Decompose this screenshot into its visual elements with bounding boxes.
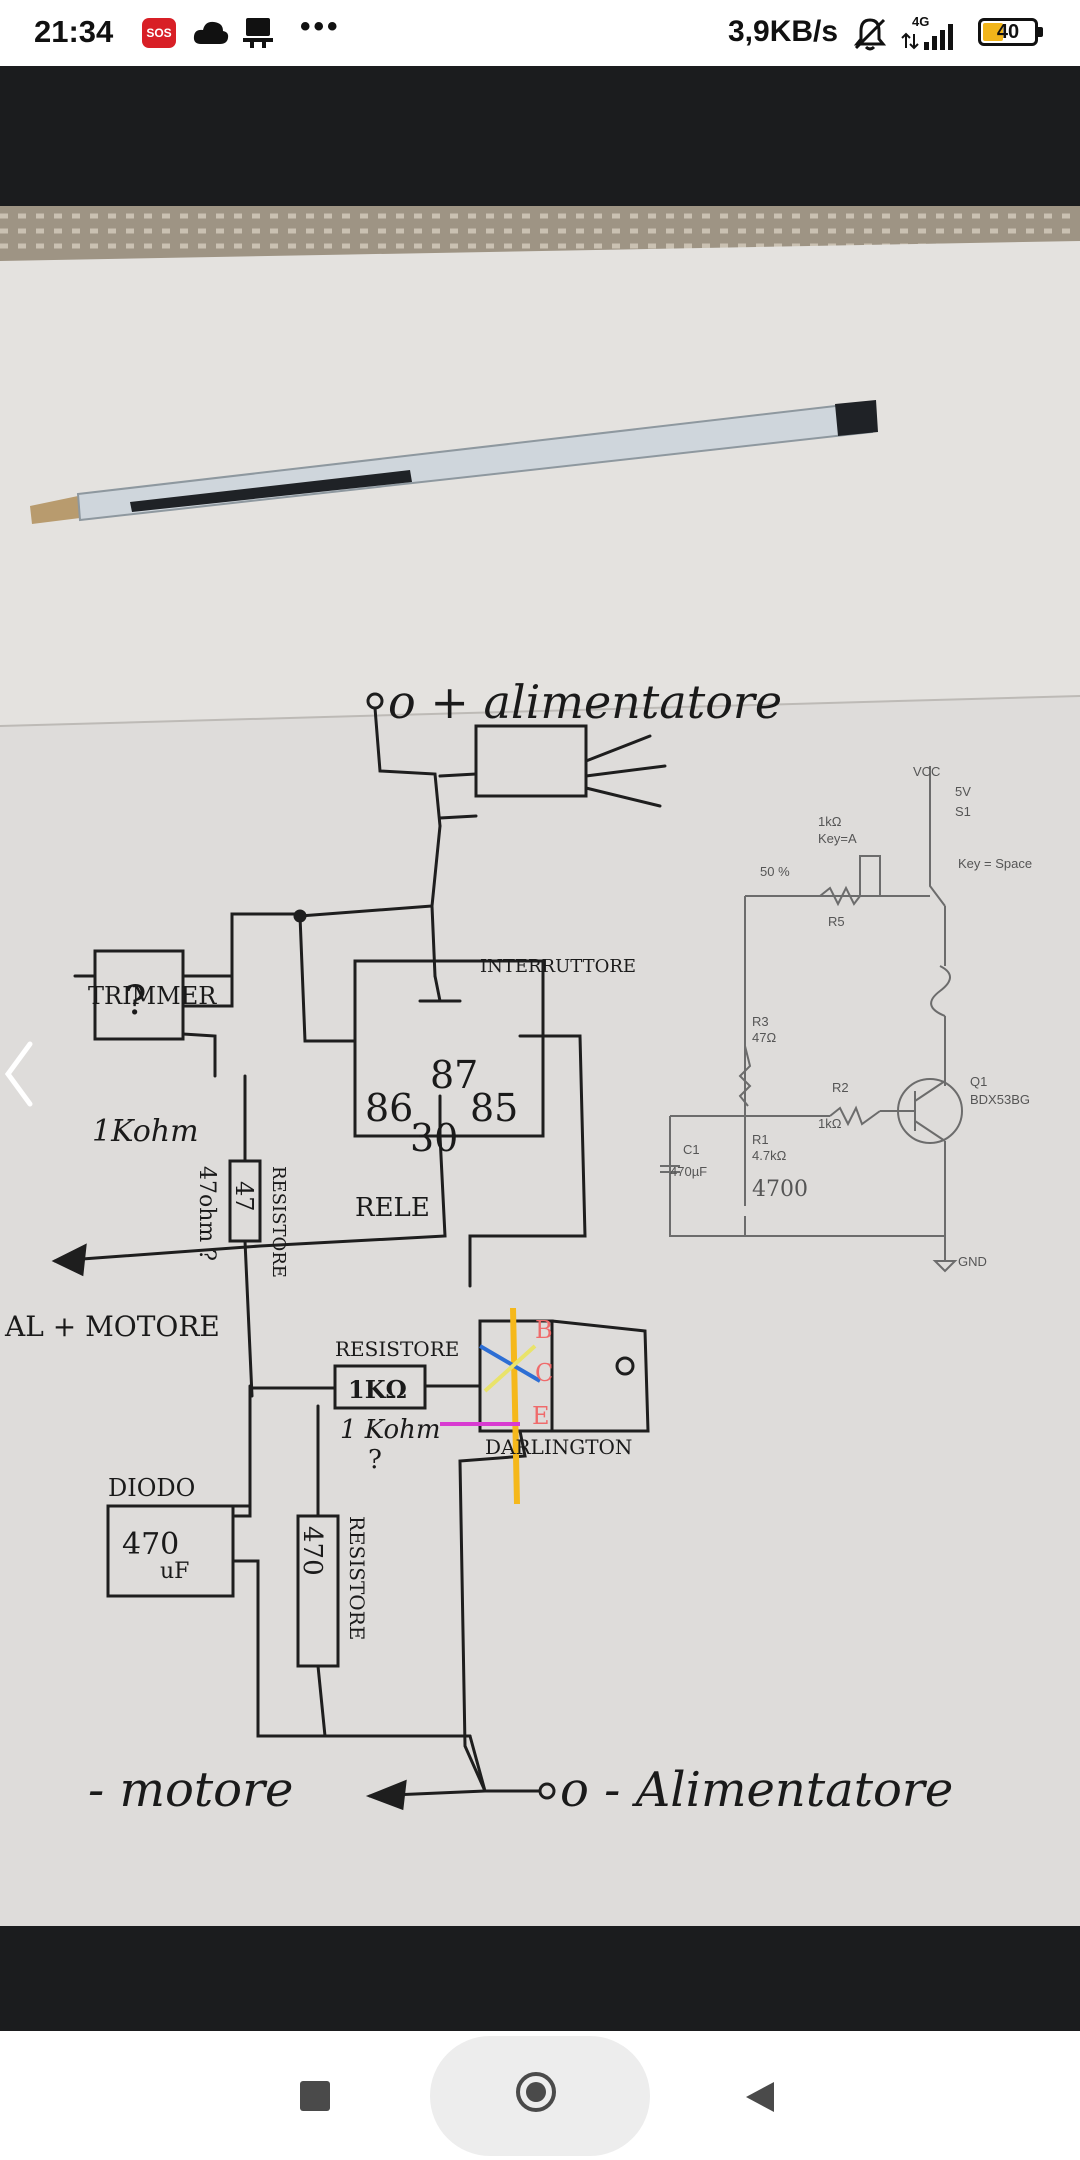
- label-res-1k-note: 1 Kohm: [340, 1415, 441, 1445]
- label-trimmer-val: 1Kohm: [92, 1114, 199, 1149]
- sch-r1-note: 4700: [752, 1177, 808, 1202]
- label-cap-val: 470: [122, 1527, 179, 1562]
- sch-r2: R2: [832, 1080, 849, 1095]
- pen: [30, 400, 878, 524]
- sch-pct: 50 %: [760, 864, 790, 879]
- sch-s1: S1: [955, 804, 971, 819]
- previous-image-chevron-icon[interactable]: [0, 1034, 40, 1114]
- sch-r2-val: 1kΩ: [818, 1116, 842, 1131]
- sch-c1-val: 470µF: [670, 1164, 707, 1179]
- label-pin-e: E: [532, 1402, 550, 1430]
- label-cap-unit: uF: [160, 1559, 189, 1584]
- photo[interactable]: o + alimentatore INTERRUTTORE TRIMMER ? …: [0, 206, 1080, 1926]
- mute-bell-icon: [853, 18, 887, 51]
- label-res-vert-val: 47: [230, 1181, 258, 1212]
- photo-drawing: o + alimentatore INTERRUTTORE TRIMMER ? …: [0, 206, 1080, 1926]
- status-bar: 21:34 SOS ••• 3,9KB/s 4G 40: [0, 0, 1080, 66]
- sch-r5: R5: [828, 914, 845, 929]
- label-pin-b: B: [535, 1316, 553, 1344]
- label-trimmer: TRIMMER: [88, 982, 217, 1010]
- sch-q1-part: BDX53BG: [970, 1092, 1030, 1107]
- recents-square-icon[interactable]: [300, 2081, 330, 2111]
- sch-c1: C1: [683, 1142, 700, 1157]
- home-button[interactable]: [430, 2036, 650, 2156]
- home-ring-icon: [516, 2072, 556, 2112]
- sch-pot: 1kΩ: [818, 814, 842, 829]
- network-rate: 3,9KB/s: [728, 15, 839, 48]
- back-triangle-icon[interactable]: [744, 2080, 776, 2114]
- hand-circuit: [51, 692, 667, 1811]
- label-pin87: 87: [430, 1053, 478, 1097]
- label-res-1k: RESISTORE: [335, 1337, 459, 1361]
- label-relay: RELE: [355, 1193, 430, 1223]
- sch-vcc: VCC: [913, 764, 940, 779]
- sch-5v: 5V: [955, 784, 971, 799]
- label-res-vert-note: 47ohm ?: [194, 1166, 219, 1261]
- schematic-labels: VCC 5V S1 1kΩ Key=A Key = Space 50 % R5 …: [670, 764, 1032, 1269]
- sch-r1-val: 4.7kΩ: [752, 1148, 787, 1163]
- label-diode: DIODO: [108, 1474, 195, 1502]
- hand-labels: o + alimentatore INTERRUTTORE TRIMMER ? …: [4, 675, 953, 1818]
- battery-icon: 40: [978, 18, 1043, 46]
- label-motor-minus: - motore: [88, 1762, 293, 1818]
- label-res-470: RESISTORE: [345, 1516, 369, 1640]
- signal-icon: 4G: [901, 14, 953, 50]
- label-res-vert: RESISTORE: [268, 1166, 289, 1278]
- label-trimmer-q: ?: [125, 978, 146, 1024]
- label-res-1k-val: 1KΩ: [348, 1375, 407, 1404]
- label-res-1k-q: ?: [368, 1445, 382, 1475]
- printed-schematic: [660, 766, 963, 1273]
- sch-r3-val: 47Ω: [752, 1030, 776, 1045]
- label-darlington: DARLINGTON: [485, 1435, 632, 1459]
- label-pin85: 85: [470, 1086, 518, 1130]
- clock: 21:34: [34, 14, 114, 49]
- label-switch: INTERRUTTORE: [480, 956, 636, 977]
- label-motor-plus: AL + MOTORE: [4, 1310, 220, 1343]
- media-icon: [243, 18, 273, 48]
- battery-level: 40: [996, 21, 1020, 43]
- sch-r1: R1: [752, 1132, 769, 1147]
- label-pin30: 30: [410, 1116, 458, 1160]
- label-plus-supply: o + alimentatore: [388, 675, 782, 729]
- sos-icon: SOS: [142, 18, 176, 48]
- label-pin86: 86: [365, 1086, 413, 1130]
- more-notifications-icon: •••: [300, 10, 341, 43]
- label-supply-minus: o - Alimentatore: [560, 1762, 953, 1818]
- label-res-470-val: 470: [297, 1526, 327, 1576]
- image-viewer[interactable]: o + alimentatore INTERRUTTORE TRIMMER ? …: [0, 66, 1080, 2031]
- sch-gnd: GND: [958, 1254, 987, 1269]
- svg-text:4G: 4G: [912, 14, 929, 29]
- sch-key-a: Key=A: [818, 831, 857, 846]
- darlington-markings: [440, 1307, 542, 1505]
- sch-r3: R3: [752, 1014, 769, 1029]
- cloud-icon: [193, 21, 229, 44]
- sch-key-space: Key = Space: [958, 856, 1032, 871]
- sch-q1: Q1: [970, 1074, 987, 1089]
- label-pin-c: C: [535, 1359, 553, 1387]
